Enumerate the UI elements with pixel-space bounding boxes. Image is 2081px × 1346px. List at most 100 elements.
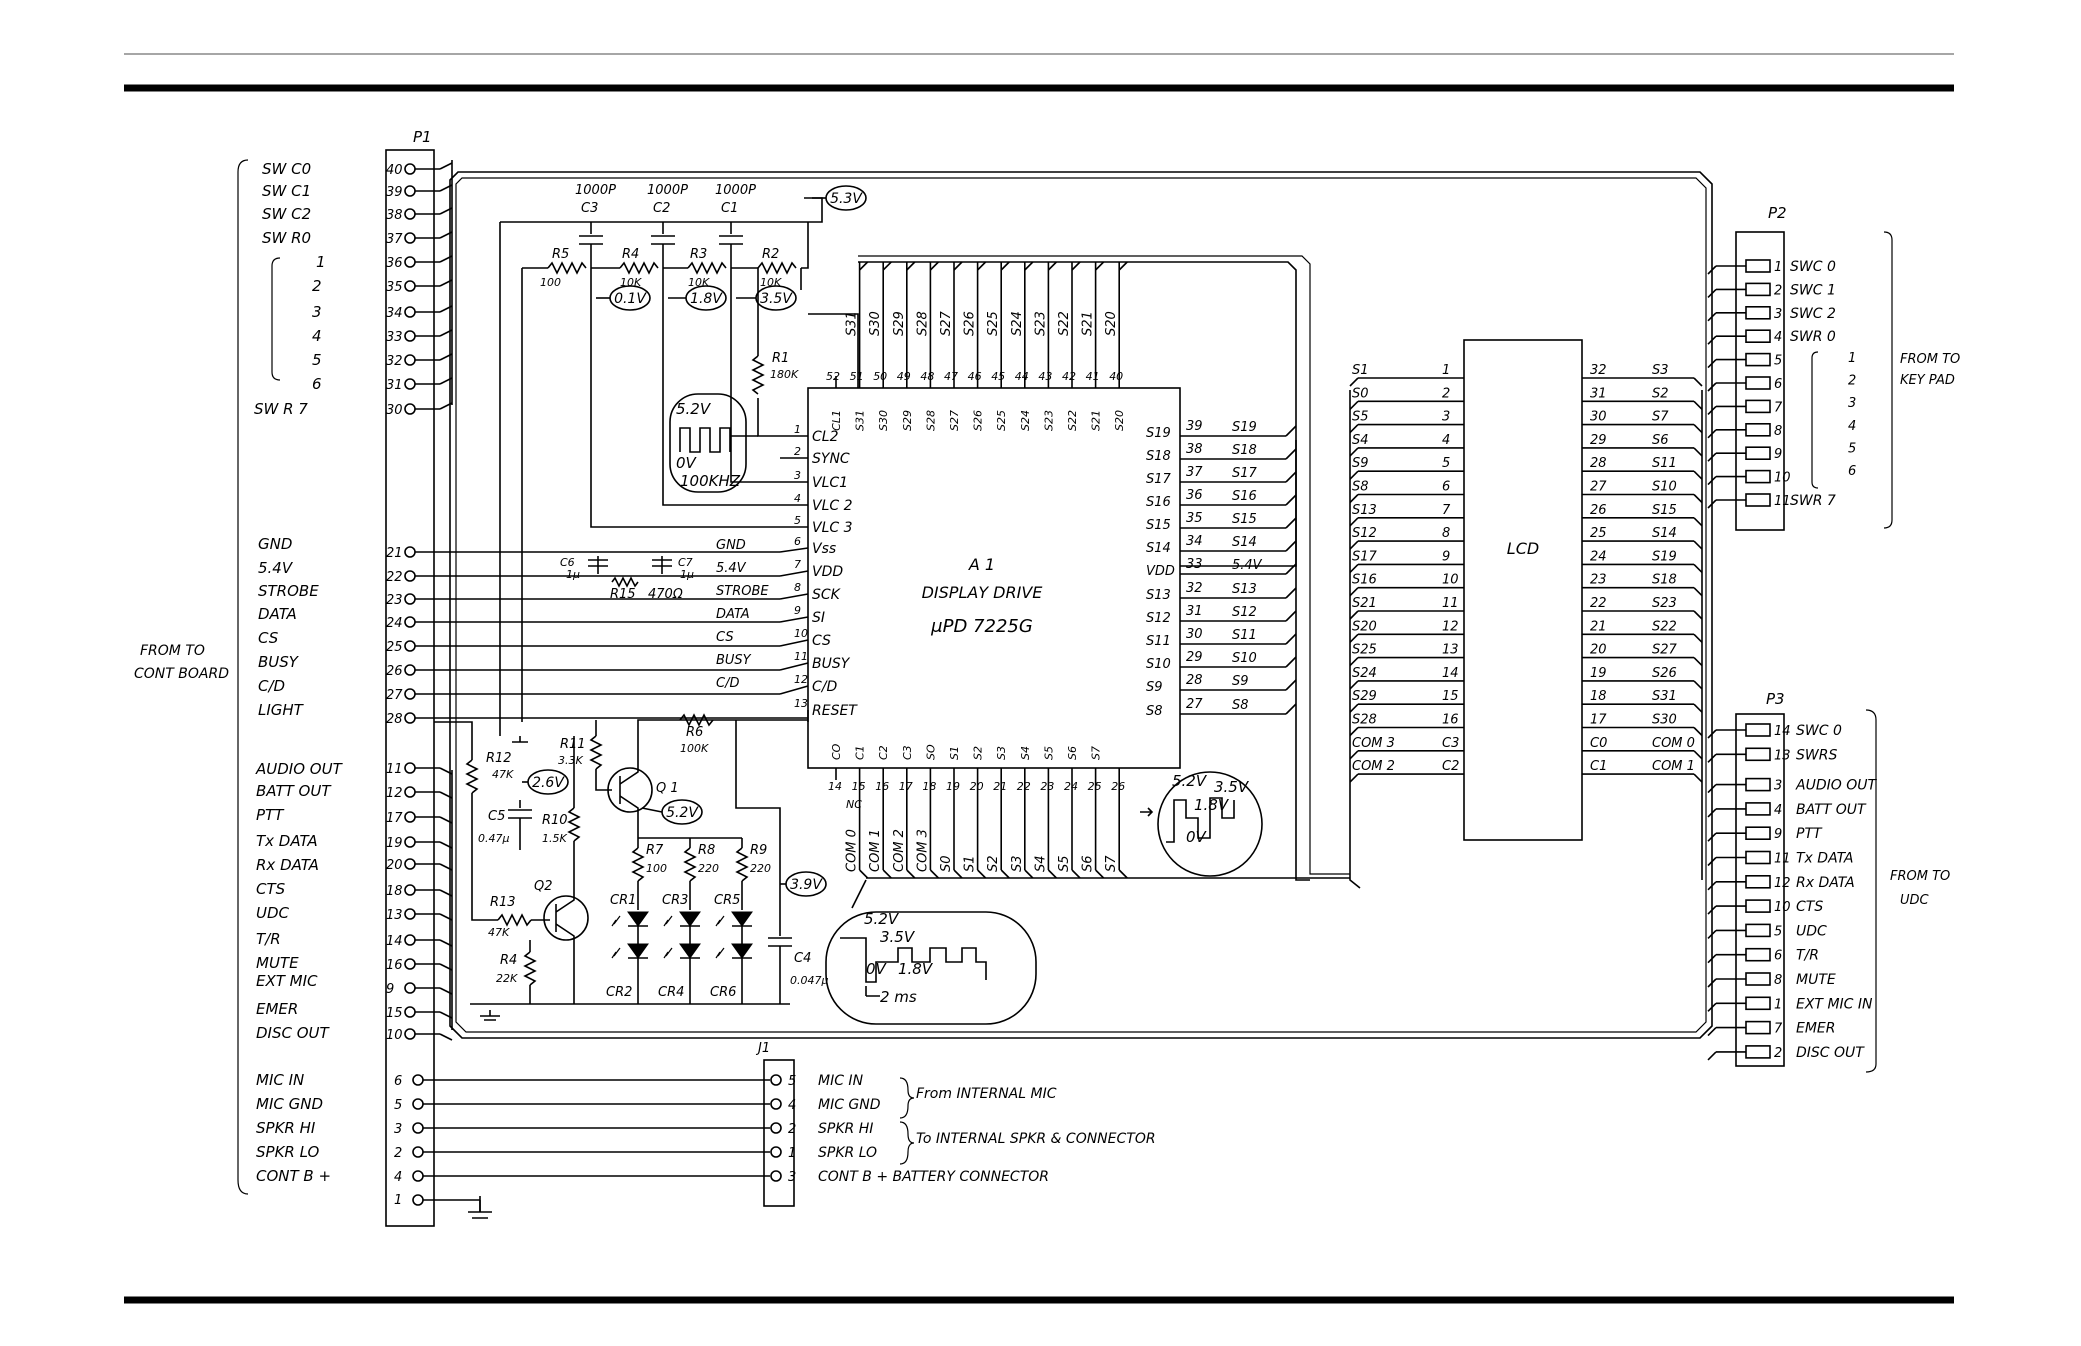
- p3-pin-number: 14: [1774, 724, 1791, 739]
- wire: [859, 261, 869, 271]
- p2-pin-number: 3: [1774, 307, 1782, 322]
- wire: [1349, 563, 1359, 573]
- ic-left-signal-label: STROBE: [716, 584, 769, 599]
- ic-bottom-pin-number: 20: [970, 780, 984, 793]
- pin-terminal: [404, 593, 416, 605]
- ic-left-pin-number: 7: [794, 558, 801, 571]
- p1-mid-label: CS: [258, 629, 279, 647]
- wire: [1118, 869, 1128, 879]
- lcd-left-signal-label: S25: [1352, 643, 1377, 658]
- ic-top-pin-number: 52: [826, 370, 840, 383]
- p1-mic-pin-number: 4: [394, 1170, 402, 1185]
- led-resistor-ref: R7: [646, 843, 664, 858]
- ic-bottom-pin-name: CO: [830, 743, 843, 760]
- p1-upper-label: SW R 7: [254, 400, 308, 418]
- wire: [953, 869, 963, 879]
- pin-terminal: [1745, 972, 1771, 986]
- p2-pin-number: 6: [1774, 377, 1782, 392]
- inner-frame-bus: [455, 177, 1707, 1033]
- r13-ref: R13: [490, 895, 516, 910]
- pin-terminal: [404, 354, 416, 366]
- wire: [1285, 610, 1297, 622]
- r15-value: 470Ω: [648, 587, 683, 602]
- ic-top-pin-name: S25: [995, 410, 1008, 431]
- p1-upper-pin-number: 40: [386, 163, 403, 178]
- c4-value: 0.047μ: [790, 974, 829, 987]
- ic-right-pin-name: S13: [1146, 588, 1171, 603]
- ic-top-wire-label: S31: [845, 311, 860, 336]
- wire: [1693, 703, 1703, 713]
- p1-mid-pin-number: 21: [386, 546, 403, 561]
- ic-top-pin-number: 40: [1109, 370, 1123, 383]
- common-waveform-bubble: [1157, 771, 1263, 877]
- ic-right-wire-label: S16: [1232, 489, 1257, 504]
- clock-waveform-trace: [679, 427, 731, 453]
- p3-body: [1735, 713, 1785, 1067]
- lcd-right-pin-number: 28: [1590, 456, 1607, 471]
- ic-bottom-wire-label: S7: [1104, 855, 1119, 872]
- ic-top-pins: 52CL151S31S3150S30S3049S29S2948S28S2847S…: [826, 255, 1350, 875]
- p1-udc-pin-number: 13: [386, 908, 403, 923]
- wire: [1000, 261, 1010, 271]
- p1-udc-label: CTS: [256, 880, 286, 898]
- r11-value: 3.3K: [558, 754, 583, 767]
- p1-upper-label: SW C2: [262, 205, 311, 223]
- ic-left-signal-label: CS: [716, 630, 734, 645]
- lcd-left-signal-label: S29: [1352, 689, 1377, 704]
- ic-top-wire-label: S23: [1033, 311, 1048, 336]
- lcd-body: [1463, 339, 1583, 841]
- p1-side-note-line2: CONT BOARD: [134, 666, 229, 682]
- wire: [1693, 563, 1703, 573]
- ic-right-pin-number: 37: [1186, 465, 1203, 480]
- ic-right-pin-number: 38: [1186, 442, 1203, 457]
- ic-bottom-pin-name: S2: [972, 746, 985, 760]
- ic-right-pin-name: S15: [1146, 518, 1171, 533]
- ic-top-pin-number: 47: [944, 370, 958, 383]
- ic-bottom-pin-number: 17: [899, 780, 913, 793]
- r1-value: 180K: [770, 368, 799, 381]
- ic-right-wire-label: S8: [1232, 698, 1249, 713]
- clock-freq-label: 100KHZ: [680, 472, 741, 490]
- pin-terminal: [404, 330, 416, 342]
- ic-bottom-wire-label: S5: [1057, 855, 1072, 872]
- pin-terminal: [1745, 996, 1771, 1011]
- lcd-right-signal-label: S30: [1652, 713, 1677, 728]
- ic-top-pin-number: 44: [1015, 370, 1029, 383]
- ic-right-wire-label: S14: [1232, 535, 1257, 550]
- ic-bottom-wire-label: S0: [939, 855, 954, 872]
- p1-udc-pin-number: 19: [386, 836, 403, 851]
- ic-bottom-pin-number: 19: [946, 780, 960, 793]
- p2-key-number: 6: [1848, 464, 1856, 479]
- lcd-right-signal-label: S26: [1652, 666, 1677, 681]
- p1-upper-pin-number: 37: [386, 232, 403, 247]
- lcd-left-pin-number: 15: [1442, 689, 1459, 704]
- p1-mid-label: BUSY: [258, 653, 300, 671]
- p2-key-number: 1: [1848, 351, 1856, 366]
- wire: [439, 1033, 453, 1041]
- p3-pin-label: Rx DATA: [1796, 875, 1855, 891]
- pin-terminal: [1745, 282, 1771, 297]
- ground-symbol: [512, 736, 528, 743]
- q1-transistor: [607, 767, 653, 813]
- p3-pin-label: T/R: [1796, 948, 1819, 964]
- p2-pin-number: 8: [1774, 424, 1782, 439]
- ic-right-wire-label: 5.4V: [1232, 558, 1263, 573]
- led-diode: [731, 911, 753, 927]
- p2-last-label: SWR 7: [1790, 493, 1836, 509]
- wire: [1707, 476, 1717, 486]
- p1-mid-pin-number: 22: [386, 570, 403, 585]
- wire: [1349, 610, 1359, 620]
- wire: [779, 639, 809, 647]
- wire: [1693, 587, 1703, 597]
- led-ref-top: CR1: [610, 893, 636, 908]
- callout-pointer: [641, 807, 663, 813]
- pin-terminal: [404, 811, 416, 823]
- ic-top-pin-number: 50: [873, 370, 887, 383]
